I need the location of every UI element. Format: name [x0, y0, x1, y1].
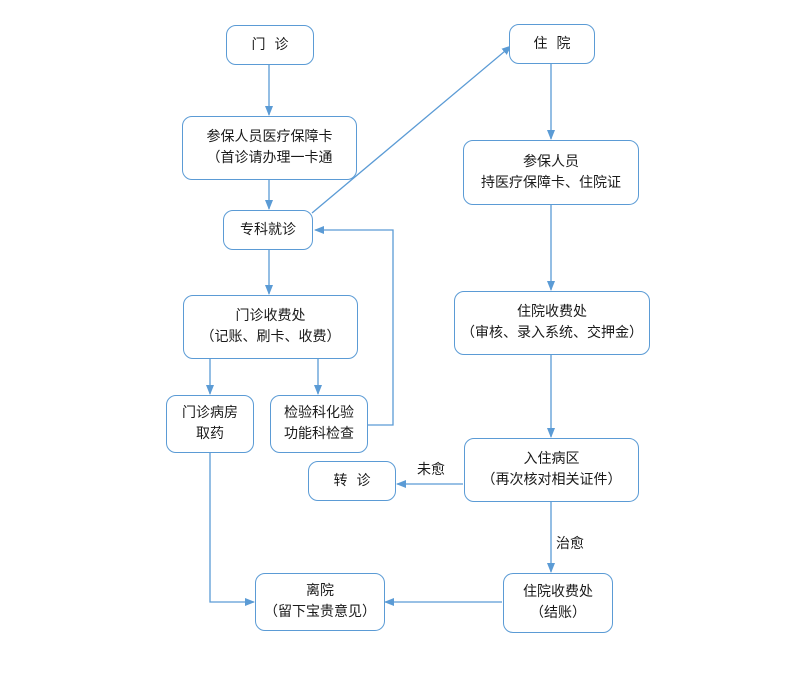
node-inpatient-line-1: 住 院	[533, 35, 571, 52]
node-lab: 检验科化验 功能科检查	[270, 395, 368, 453]
node-lab-line-1: 检验科化验	[284, 405, 354, 421]
node-specialist-line-1: 专科就诊	[240, 221, 296, 238]
node-pharmacy-line-2: 取药	[196, 426, 224, 442]
node-discharge-line-2: （留下宝贵意见）	[264, 604, 376, 620]
node-pharmacy-line-1: 门诊病房	[182, 405, 238, 421]
node-specialist: 专科就诊	[223, 210, 313, 250]
node-ward-line-1: 入住病区	[523, 451, 580, 467]
arrow-lab-back-to-specialist	[314, 226, 394, 426]
node-inpatient: 住 院	[509, 24, 595, 64]
node-discharge: 离院 （留下宝贵意见）	[255, 573, 385, 631]
node-ward-line-2: （再次核对相关证件）	[481, 472, 622, 488]
node-inpatient-cashier-line-2: （审核、录入系统、交押金）	[461, 325, 643, 341]
node-inpatient-cashier: 住院收费处 （审核、录入系统、交押金）	[454, 291, 650, 355]
node-outpatient-line-1: 门 诊	[251, 36, 289, 53]
edge-label-not-cured: 未愈	[417, 462, 445, 478]
node-insured-card: 参保人员医疗保障卡 （首诊请办理一卡通	[182, 116, 357, 180]
node-outpatient: 门 诊	[226, 25, 314, 65]
node-insured-card-line-1: 参保人员医疗保障卡	[206, 129, 333, 145]
node-outpatient-cashier-line-2: （记账、刷卡、收费）	[200, 329, 341, 345]
edge-label-cured: 治愈	[556, 536, 584, 552]
arrow-pharmacy-to-discharge	[209, 453, 255, 606]
node-insured-inpatient: 参保人员 持医疗保障卡、住院证	[463, 140, 639, 205]
node-insured-inpatient-line-1: 参保人员	[523, 153, 579, 170]
node-checkout-line-2: （结账）	[530, 605, 586, 621]
node-lab-line-2: 功能科检查	[284, 426, 354, 442]
node-outpatient-cashier-line-1: 门诊收费处	[235, 308, 306, 324]
node-ward: 入住病区 （再次核对相关证件）	[464, 438, 639, 502]
node-outpatient-cashier: 门诊收费处 （记账、刷卡、收费）	[183, 295, 358, 359]
node-discharge-line-1: 离院	[306, 583, 334, 599]
node-checkout: 住院收费处 （结账）	[503, 573, 613, 633]
node-insured-inpatient-line-2: 持医疗保障卡、住院证	[481, 174, 621, 191]
node-transfer: 转 诊	[308, 461, 396, 501]
node-pharmacy: 门诊病房 取药	[166, 395, 254, 453]
node-transfer-line-1: 转 诊	[333, 472, 371, 489]
node-checkout-line-1: 住院收费处	[523, 584, 593, 600]
node-insured-card-line-2: （首诊请办理一卡通	[206, 150, 333, 166]
arrow-specialist-to-inpatient	[311, 45, 512, 214]
node-inpatient-cashier-line-1: 住院收费处	[517, 304, 587, 320]
